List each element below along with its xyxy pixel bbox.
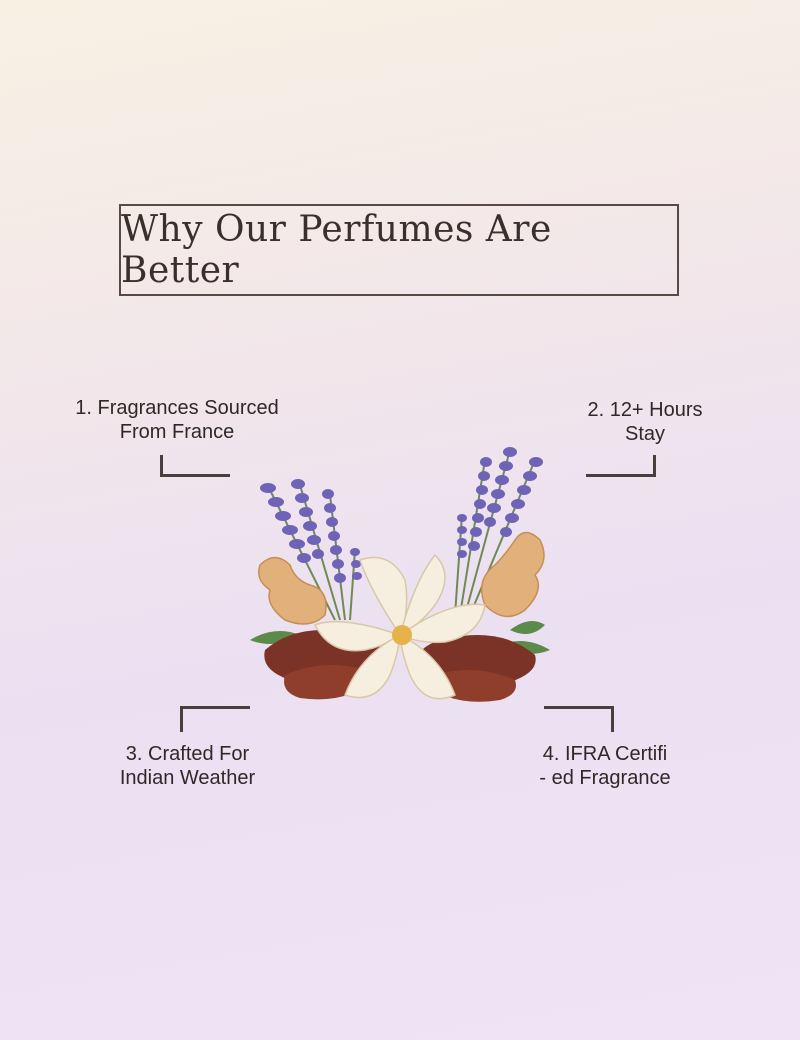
feature-indian-weather: 3. Crafted For Indian Weather [95, 742, 280, 790]
feature-hours-stay: 2. 12+ Hours Stay [565, 398, 725, 446]
feature-line: Indian Weather [119, 767, 256, 789]
feature-line: 2. 12+ Hours [587, 399, 703, 421]
connector-bracket-top-right [586, 455, 656, 477]
feature-sourced-from-france: 1. Fragrances Sourced From France [52, 396, 302, 444]
botanical-ingredients-illustration [250, 447, 550, 702]
connector-bracket-top-left [160, 455, 230, 477]
feature-line: - ed Fragrance [539, 767, 671, 789]
feature-ifra-certified: 4. IFRA Certifi - ed Fragrance [510, 742, 700, 790]
feature-line: 3. Crafted For [125, 743, 250, 765]
flower-center-icon [392, 625, 412, 645]
feature-line: From France [119, 421, 235, 443]
feature-line: Stay [624, 423, 666, 445]
flower-icon [313, 553, 486, 700]
connector-bracket-bottom-left [180, 706, 250, 732]
title-frame: Why Our Perfumes Are Better [119, 204, 679, 296]
page-title: Why Our Perfumes Are Better [121, 209, 552, 291]
lavender-right-icon [454, 447, 543, 616]
feature-line: 1. Fragrances Sourced [75, 397, 279, 419]
feature-line: 4. IFRA Certifi [542, 743, 668, 765]
lavender-left-icon [260, 479, 362, 621]
connector-bracket-bottom-right [544, 706, 614, 732]
